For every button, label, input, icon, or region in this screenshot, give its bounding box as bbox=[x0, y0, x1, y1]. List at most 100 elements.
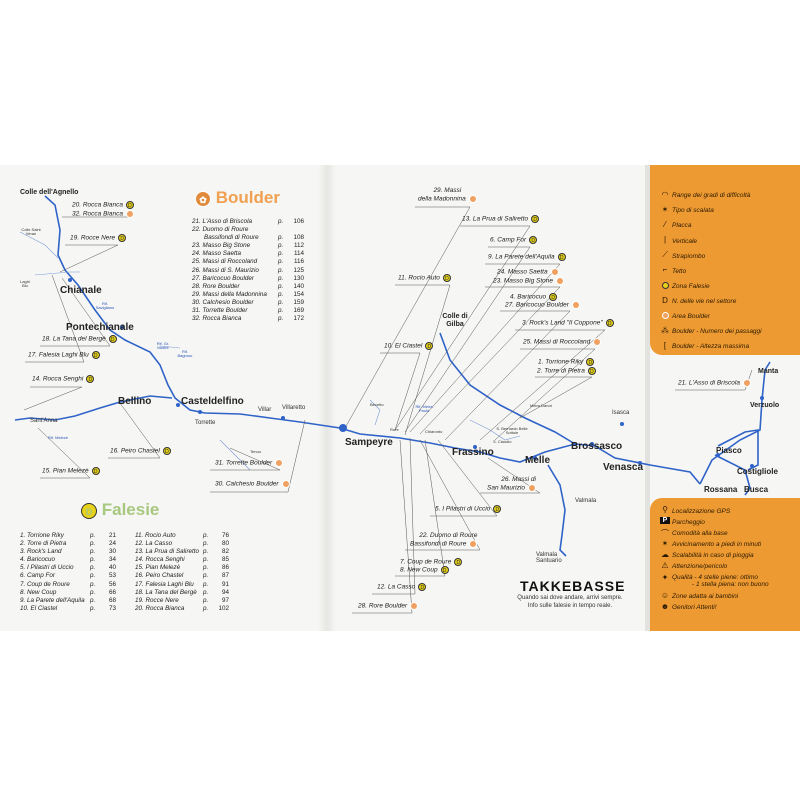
item-page: 108 bbox=[293, 234, 304, 242]
item-name: 19. Rocce Nere bbox=[135, 596, 179, 604]
slab-icon: ⁄ bbox=[664, 220, 666, 229]
parents-warning-icon: ☻ bbox=[660, 602, 670, 611]
falesia-icon: D bbox=[81, 502, 97, 519]
item-p: p. bbox=[90, 548, 96, 556]
falesia-icon: D bbox=[549, 293, 558, 301]
item-page: 87 bbox=[221, 572, 229, 580]
road-east2 bbox=[714, 454, 751, 496]
legend-item: Zone adatta ai bambini bbox=[672, 593, 739, 600]
falesia-icon: D bbox=[529, 236, 538, 244]
hiker-icon: ✶ bbox=[661, 539, 669, 548]
minor-label: Meira Danot bbox=[530, 403, 552, 408]
boulder-icon bbox=[468, 195, 477, 203]
site-name: 14. Rocca Senghi bbox=[32, 375, 84, 383]
town-label: Chianale bbox=[60, 285, 102, 296]
item-page: 112 bbox=[293, 242, 304, 250]
falesie-heading: D Falesie bbox=[78, 500, 159, 520]
falesia-icon: D bbox=[86, 375, 95, 383]
item-p: p. bbox=[278, 282, 284, 290]
minor-label: Rif. Bagnour bbox=[177, 349, 193, 358]
item-page: 40 bbox=[108, 564, 116, 572]
falesia-icon: D bbox=[125, 201, 134, 209]
item-p: p. bbox=[203, 556, 209, 564]
item-page: 102 bbox=[218, 604, 229, 612]
road-east3 bbox=[717, 429, 759, 471]
takkebasse-logo: TAKKEBASSE bbox=[520, 578, 626, 594]
falesia-icon: D bbox=[118, 234, 127, 242]
legend-item: Comodità alla base bbox=[672, 530, 728, 537]
falesia-icon: D bbox=[91, 351, 100, 359]
item-name: 29. Massi della Madonnina bbox=[192, 290, 267, 298]
item-p: p. bbox=[90, 580, 96, 588]
rain-cloud-icon: ☁ bbox=[661, 550, 669, 559]
item-page: 172 bbox=[293, 315, 304, 323]
item-name: 15. Pian Melezè bbox=[135, 564, 181, 572]
legend-item: - 1 stella piena: non buono bbox=[692, 581, 769, 588]
site-name: 3. Rock's Land "Il Coppone" bbox=[522, 319, 603, 327]
road-gilba bbox=[439, 332, 576, 445]
site-name: 19. Rocce Nere bbox=[70, 234, 116, 242]
item-p: p. bbox=[90, 588, 96, 596]
climber-icon: ✶ bbox=[661, 205, 669, 214]
site-name: 12. La Casso bbox=[377, 583, 416, 591]
falesia-icon: D bbox=[425, 342, 434, 350]
site-name: 1. Torrione Riky bbox=[538, 358, 584, 366]
site-name: 8. New Coup bbox=[400, 566, 438, 574]
minor-label: Rif. Melezè bbox=[48, 435, 69, 440]
road-main bbox=[44, 195, 701, 485]
boulder-count-icon: ⁂ bbox=[661, 326, 669, 335]
item-name: 26. Massi di S. Maurizio bbox=[192, 266, 259, 274]
boulder-heading: ✿ Boulder bbox=[192, 188, 280, 208]
site-name: 5. I Pilastri di Uccio bbox=[435, 505, 491, 513]
item-p: p. bbox=[278, 290, 284, 298]
item-name: 14. Rocca Senghi bbox=[135, 556, 185, 564]
falesie-title: Falesie bbox=[101, 500, 160, 519]
item-p: p. bbox=[278, 307, 284, 315]
falesia-icon: D bbox=[440, 566, 449, 574]
minor-label: Colle Saint Veran bbox=[21, 227, 41, 236]
legend-panel-bottom bbox=[650, 498, 800, 631]
item-p: p. bbox=[203, 532, 209, 539]
item-page: 73 bbox=[108, 604, 116, 612]
item-page: 97 bbox=[221, 596, 229, 604]
site-name: 29. Massi bbox=[433, 187, 462, 194]
item-name: 17. Falesia Laghi Blu bbox=[135, 580, 194, 588]
item-p: p. bbox=[203, 548, 209, 556]
legend-item: Tipo di scalata bbox=[672, 207, 714, 214]
item-p: p. bbox=[203, 540, 209, 548]
minor-label: Laghi Blu bbox=[20, 279, 30, 288]
item-p: p. bbox=[90, 532, 96, 539]
children-icon: ☺ bbox=[660, 591, 670, 600]
item-page: 169 bbox=[293, 307, 304, 315]
item-page: 91 bbox=[221, 580, 229, 588]
item-page: 21 bbox=[108, 532, 116, 539]
minor-label: Rif. Meira Paula bbox=[415, 404, 433, 413]
item-p: p. bbox=[203, 588, 209, 596]
item-name: 11. Rocio Auto bbox=[135, 532, 176, 539]
item-page: 82 bbox=[221, 548, 229, 556]
minor-label: Rore bbox=[390, 427, 399, 432]
town-label: Piasco bbox=[716, 446, 742, 455]
site-name: 30. Calchesio Boulder bbox=[215, 480, 279, 488]
town-label: Venasca bbox=[603, 462, 644, 473]
item-p: p. bbox=[278, 298, 284, 306]
item-p: p. bbox=[278, 315, 284, 323]
site-name: della Madonnina bbox=[418, 195, 466, 203]
site-name: 18. La Tana del Bergè bbox=[42, 335, 106, 343]
site-name: 2. Torre di Pietra bbox=[537, 367, 585, 375]
item-name: 3. Rock's Land bbox=[20, 548, 62, 556]
